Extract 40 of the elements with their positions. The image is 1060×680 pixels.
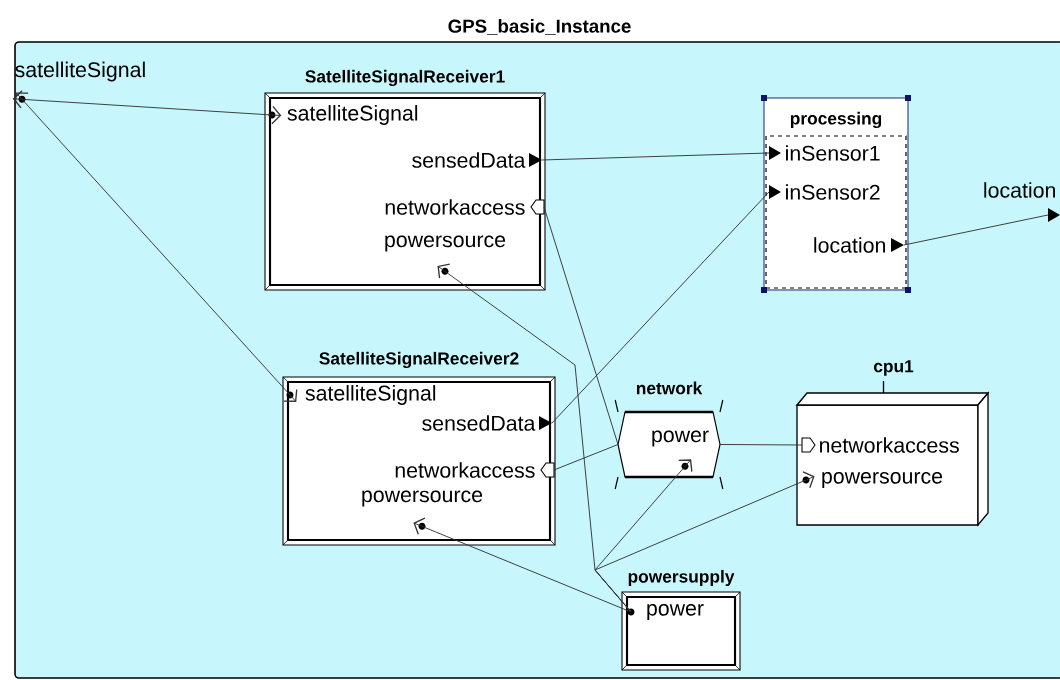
port: networkaccess — [395, 462, 555, 478]
port: inSensor1 — [769, 145, 880, 161]
node-label: powersource — [385, 235, 506, 252]
port: inSensor2 — [769, 184, 880, 200]
node-label: powersource — [362, 490, 483, 507]
port: location — [814, 237, 904, 253]
connection-line — [551, 191, 770, 424]
node-label: location — [984, 182, 1055, 198]
node-label: power — [652, 430, 709, 447]
node-label: power — [647, 604, 704, 620]
node-label: location — [814, 237, 885, 253]
port: networkaccess — [385, 199, 545, 215]
node-label: cpu1 — [873, 360, 914, 376]
connection-line — [541, 152, 770, 161]
port: satelliteSignal — [286, 385, 436, 405]
node-label: network — [636, 381, 703, 395]
connection-line — [719, 444, 803, 446]
port: powersource — [385, 235, 506, 275]
port: satelliteSignal — [268, 105, 418, 125]
node-label: SatelliteSignalReceiver2 — [319, 351, 519, 369]
port: powersource — [802, 472, 943, 488]
node-label: inSensor1 — [786, 145, 880, 161]
connection-line — [543, 206, 619, 445]
port: power — [652, 430, 709, 470]
node-label: GPS_basic_Instance — [448, 19, 631, 35]
connection-line — [903, 214, 1049, 246]
node-label: inSensor2 — [786, 184, 880, 200]
node-label: powersupply — [628, 569, 735, 587]
port: power — [627, 604, 704, 620]
port: powersource — [362, 490, 483, 530]
connection-line — [413, 517, 632, 613]
port: location — [984, 182, 1060, 222]
connection-line — [12, 89, 282, 125]
port: networkaccess — [801, 437, 959, 453]
connection-line — [553, 444, 619, 471]
connection-line — [594, 471, 815, 613]
node-label: SatelliteSignalReceiver1 — [305, 69, 505, 87]
port: sensedData — [412, 152, 542, 168]
connection-line — [14, 92, 298, 402]
port: sensedData — [422, 415, 552, 431]
